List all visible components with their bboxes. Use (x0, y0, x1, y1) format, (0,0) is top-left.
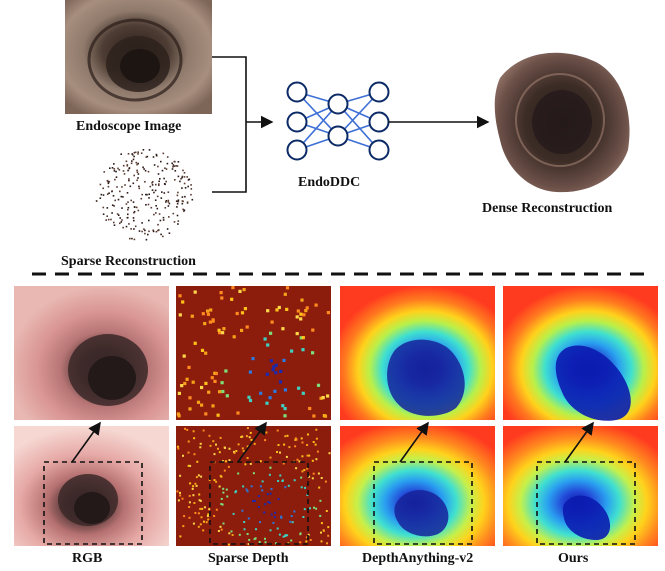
zoom-arrows (71, 421, 594, 463)
rgb-bottom-panel (14, 426, 169, 546)
sparse-point-cloud (95, 149, 194, 241)
column-label-depthanything: DepthAnything-v2 (362, 551, 474, 566)
network-icon (286, 81, 390, 161)
sparse-depth-bottom-panel (176, 426, 331, 546)
column-label-rgb: RGB (72, 551, 103, 566)
endoscope-image-label: Endoscope Image (76, 119, 182, 134)
sparse-depth-top-panel (176, 286, 331, 420)
rgb-top-panel (14, 286, 169, 420)
column-label-ours: Ours (558, 551, 589, 566)
dense-reconstruction-label: Dense Reconstruction (482, 201, 613, 216)
sparse-reconstruction-label: Sparse Reconstruction (61, 254, 196, 269)
ours-bottom-panel (503, 426, 658, 546)
ours-top-panel (503, 286, 658, 421)
zoom-boxes (43, 461, 636, 545)
depthanything-top-panel (340, 286, 495, 420)
network-label: EndoDDC (298, 175, 361, 190)
depthanything-bottom-panel (340, 426, 495, 546)
column-label-sparse-depth: Sparse Depth (208, 551, 289, 566)
dense-reconstruction (494, 52, 630, 193)
input-connectors (212, 56, 274, 193)
endoscope-image (65, 0, 212, 114)
